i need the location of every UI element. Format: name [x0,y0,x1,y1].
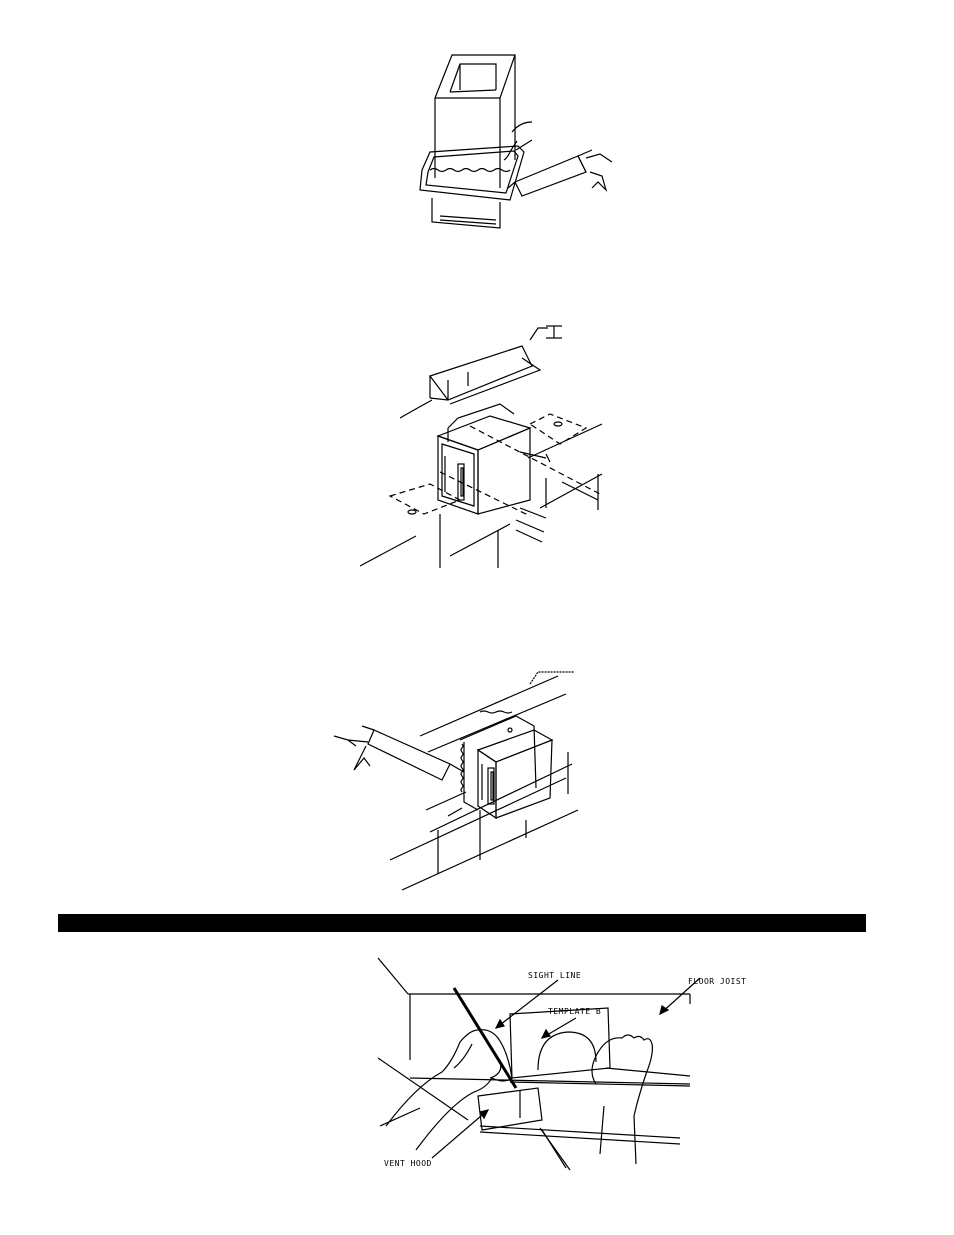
figure-template-alignment: SIGHT LINE FLOOR JOIST TEMPLATE B VENT H… [360,948,760,1178]
template-b-label: TEMPLATE B [548,1007,601,1016]
section-divider-bar [58,914,866,932]
figure-box-fastening [350,318,630,578]
figure-box-wall-caulking [330,660,610,900]
sight-line-label: SIGHT LINE [528,971,581,980]
template-alignment-drawing: SIGHT LINE FLOOR JOIST TEMPLATE B VENT H… [360,948,760,1178]
floor-joist-label: FLOOR JOIST [688,977,746,986]
box-fastening-drawing [350,318,630,578]
figure-duct-caulking [400,50,640,240]
vent-hood-label: VENT HOOD [384,1159,432,1168]
box-wall-caulking-drawing [330,660,610,900]
duct-caulking-drawing [400,50,640,240]
